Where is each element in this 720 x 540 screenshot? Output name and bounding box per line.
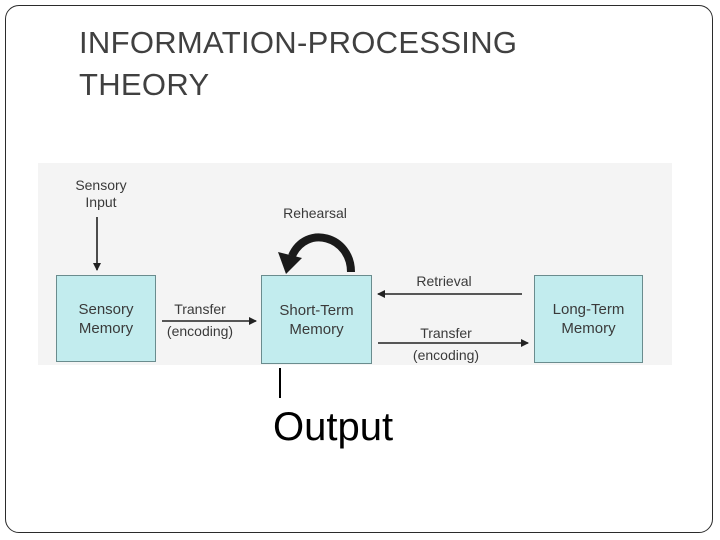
rehearsal-label: Rehearsal (283, 205, 347, 221)
transfer-right-line-2: (encoding) (412, 347, 480, 363)
slide-title-line-1: INFORMATION-PROCESSING (79, 25, 518, 60)
transfer-encoding-left-label: Transfer (encoding) (156, 298, 244, 342)
transfer-left-line-1: Transfer (174, 301, 226, 317)
long-term-memory-line-1: Long-Term (552, 301, 625, 318)
sensory-memory-box: Sensory Memory (56, 275, 156, 362)
short-term-memory-line-1: Short-Term (279, 301, 354, 319)
transfer-left-line-2: (encoding) (166, 323, 234, 339)
short-term-memory-box: Short-Term Memory (261, 275, 372, 364)
transfer-encoding-right-label: Transfer (encoding) (398, 322, 494, 366)
sensory-input-label: Sensory Input (62, 177, 140, 211)
output-connector-line (279, 368, 281, 398)
transfer-right-line-1: Transfer (420, 325, 472, 341)
sensory-memory-line-2: Memory (78, 319, 134, 337)
sensory-input-line-2: Input (85, 194, 117, 210)
retrieval-label: Retrieval (416, 273, 472, 289)
slide-title-line-2: THEORY (79, 67, 210, 102)
rehearsal-loop-arrow (288, 233, 355, 273)
sensory-memory-line-1: Sensory (78, 300, 134, 318)
sensory-input-line-1: Sensory (75, 177, 127, 193)
rehearsal-loop-arrowhead (278, 252, 302, 274)
slide-title: INFORMATION-PROCESSING THEORY (79, 22, 639, 106)
long-term-memory-box: Long-Term Memory (534, 275, 643, 363)
output-label: Output (273, 405, 394, 449)
long-term-memory-line-2: Memory (561, 320, 616, 337)
short-term-memory-line-2: Memory (289, 320, 344, 338)
